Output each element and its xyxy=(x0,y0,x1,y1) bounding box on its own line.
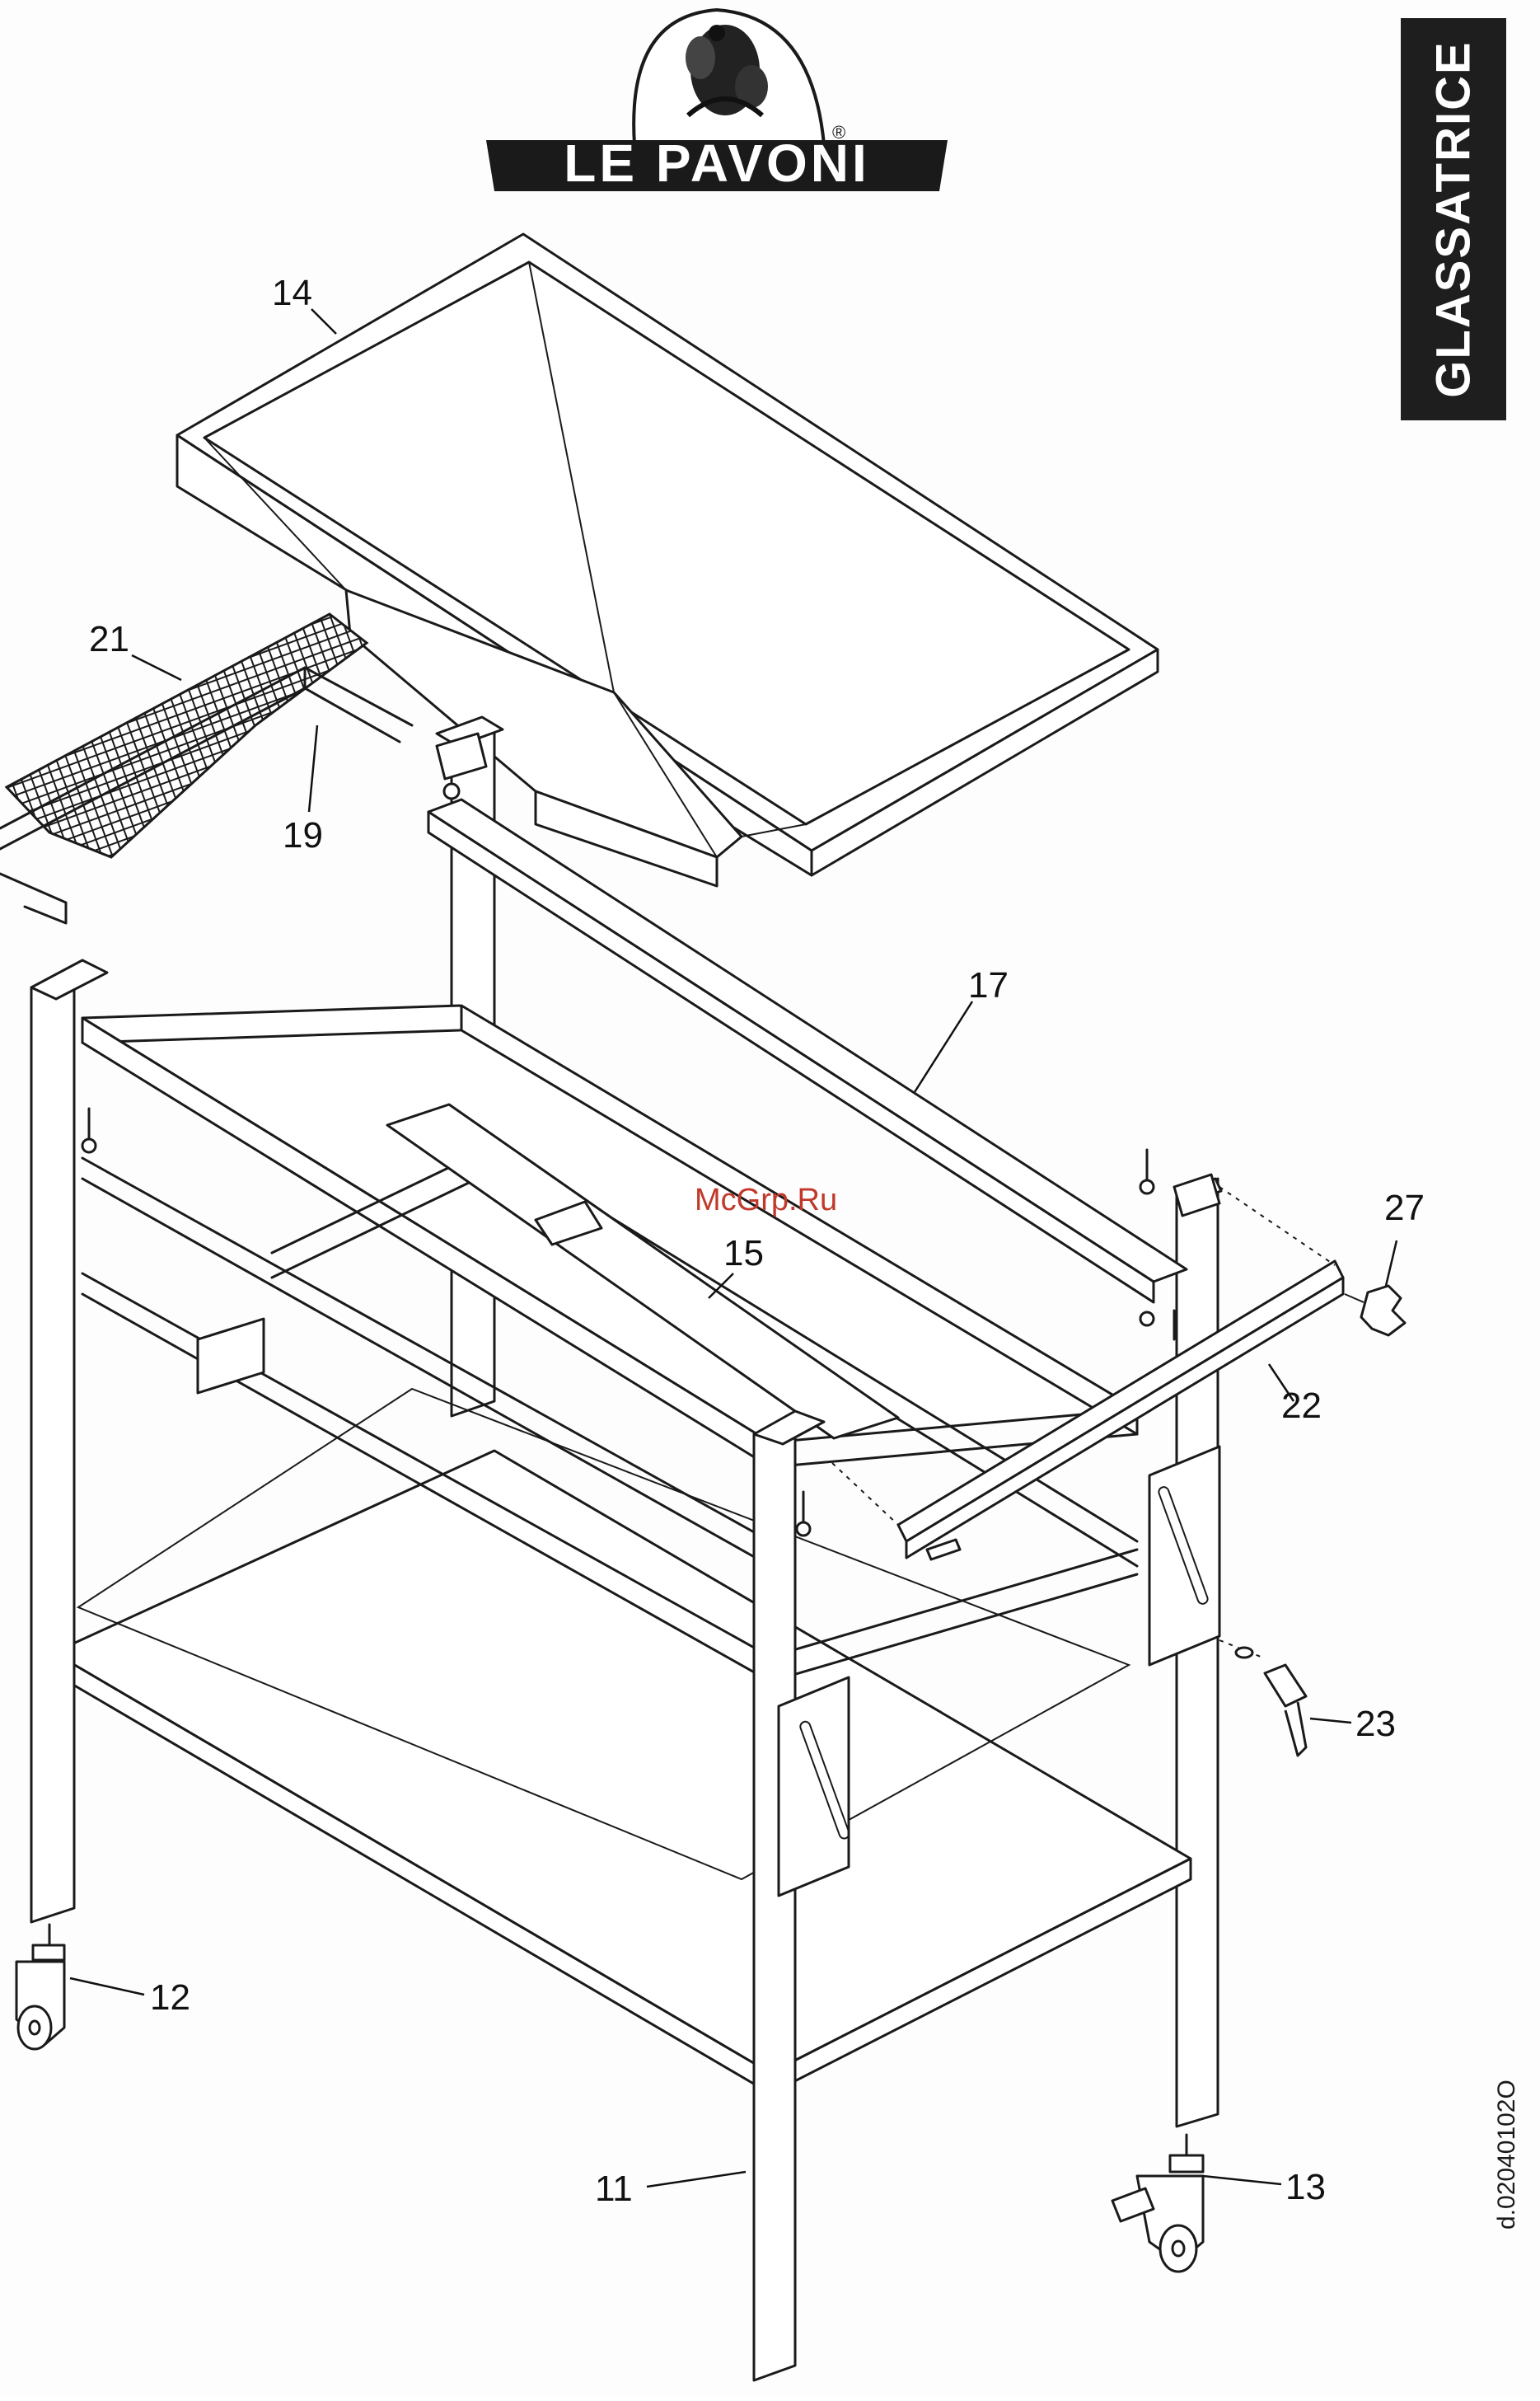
part-label-13: 13 xyxy=(1285,2167,1326,2207)
brand-logo: LE PAVONI ® xyxy=(486,10,948,193)
leader-17 xyxy=(915,1001,972,1092)
clamp-lever xyxy=(1219,1640,1306,1756)
part-label-21: 21 xyxy=(89,619,129,659)
watermark: McGrp.Ru xyxy=(695,1183,837,1217)
drawing-code: d.02040102O xyxy=(1493,2080,1520,2230)
leader-11 xyxy=(647,2172,746,2187)
leader-13 xyxy=(1203,2176,1281,2184)
leader-23 xyxy=(1310,1719,1351,1723)
part-label-14: 14 xyxy=(272,273,312,313)
leader-19 xyxy=(309,725,317,812)
part-label-23: 23 xyxy=(1355,1704,1396,1744)
star-knob xyxy=(1345,1286,1405,1335)
leader-21 xyxy=(132,655,181,680)
part-label-15: 15 xyxy=(723,1233,764,1273)
leader-12 xyxy=(70,1978,144,1995)
part-label-22: 22 xyxy=(1281,1386,1322,1426)
brand-name: LE PAVONI xyxy=(564,134,869,193)
part-label-12: 12 xyxy=(150,1977,190,2018)
rear-caster xyxy=(1112,2135,1203,2272)
front-caster xyxy=(16,1925,64,2049)
part-label-19: 19 xyxy=(283,815,323,856)
part-label-27: 27 xyxy=(1384,1188,1425,1228)
leader-27 xyxy=(1386,1240,1397,1286)
stand-frame xyxy=(31,717,1221,2380)
side-tab: GLASSATRICE xyxy=(1401,18,1506,420)
part-label-11: 11 xyxy=(595,2169,633,2209)
part-label-17: 17 xyxy=(968,965,1009,1006)
registered-mark: ® xyxy=(832,122,845,143)
side-tab-label: GLASSATRICE xyxy=(1427,40,1481,397)
leader-14 xyxy=(311,309,336,334)
hopper-tray xyxy=(177,234,1158,886)
